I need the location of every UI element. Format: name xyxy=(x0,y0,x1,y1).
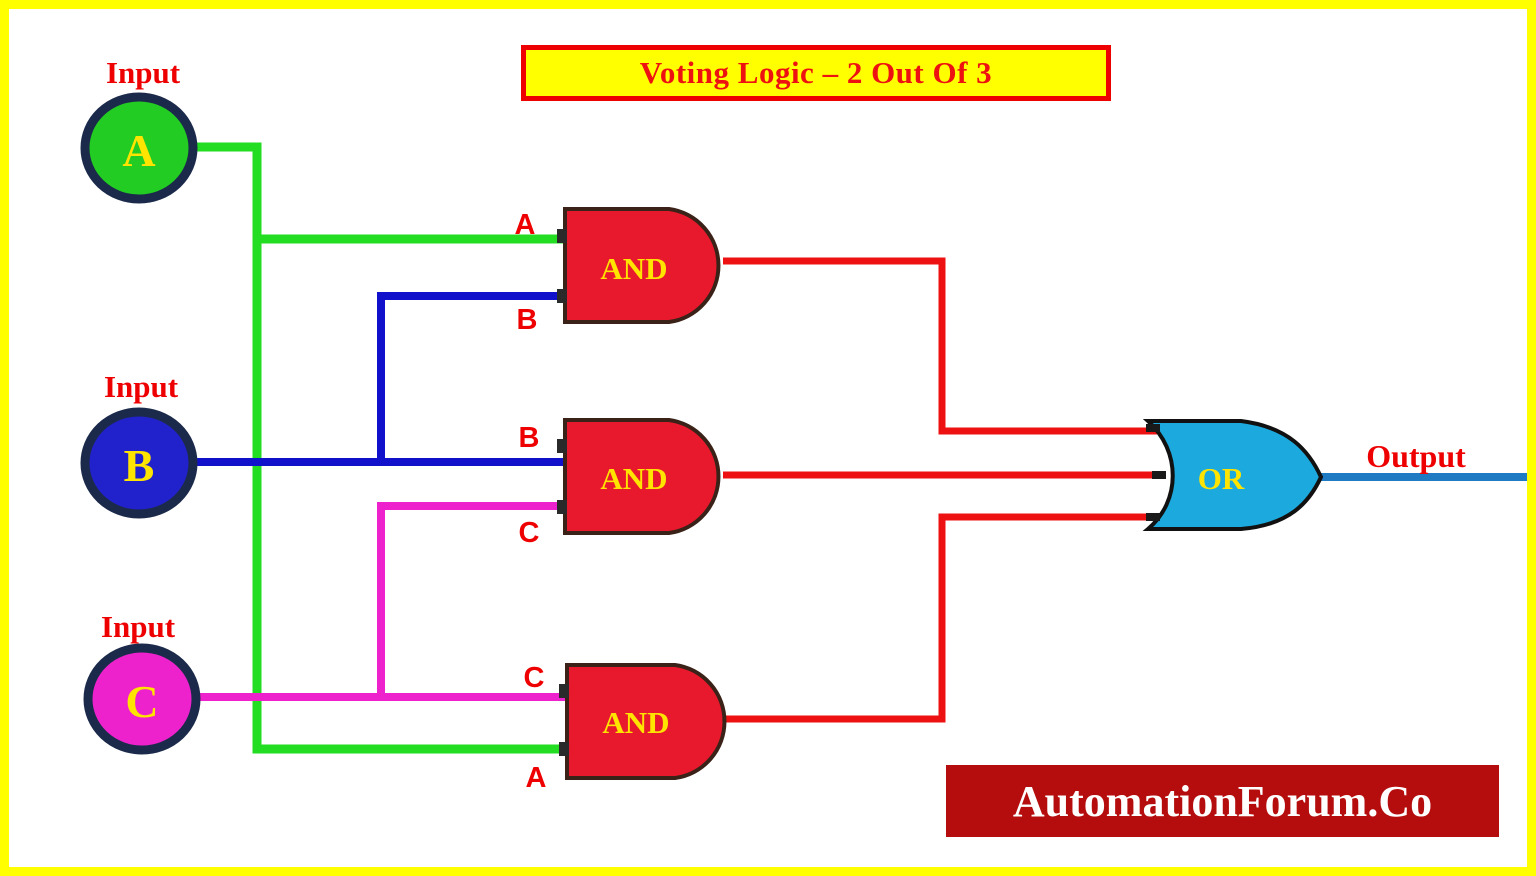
input-node-a-letter: A xyxy=(122,125,155,176)
title-banner: Voting Logic – 2 Out Of 3 xyxy=(521,45,1111,101)
input-node-b[interactable]: B xyxy=(80,407,198,519)
pin-label-and3-top: C xyxy=(524,662,545,694)
input-node-a[interactable]: A xyxy=(80,92,198,204)
watermark-banner: AutomationForum.Co xyxy=(946,765,1499,837)
watermark-text: AutomationForum.Co xyxy=(1012,776,1433,826)
input-node-c[interactable]: C xyxy=(83,643,201,755)
gate-or-1-label: OR xyxy=(1198,461,1245,496)
gate-and-2[interactable]: AND xyxy=(557,418,721,535)
wire-input-a xyxy=(189,142,569,754)
wire-and1-output xyxy=(723,257,1157,435)
pin-label-and3-bottom: A xyxy=(526,762,547,794)
input-b-caption: Input xyxy=(104,369,179,404)
gate-and-1-label: AND xyxy=(600,251,667,286)
page-title: Voting Logic – 2 Out Of 3 xyxy=(639,55,993,90)
wire-input-c xyxy=(195,502,569,701)
gate-and-2-label: AND xyxy=(600,461,667,496)
input-node-b-letter: B xyxy=(124,440,155,491)
wire-input-b xyxy=(190,292,569,466)
pin-label-and1-bottom: B xyxy=(517,304,538,336)
gate-and-3[interactable]: AND xyxy=(559,663,727,780)
gate-and-3-label: AND xyxy=(602,705,669,740)
output-label: Output xyxy=(1366,438,1466,474)
pin-label-and2-bottom: C xyxy=(519,517,540,549)
gate-and-1[interactable]: AND xyxy=(557,207,721,324)
input-c-caption: Input xyxy=(101,609,176,644)
input-a-caption: Input xyxy=(106,55,181,90)
gate-or-1[interactable]: OR xyxy=(1142,419,1324,531)
input-node-c-letter: C xyxy=(125,676,158,727)
pin-label-and1-top: A xyxy=(515,209,536,241)
wire-and3-output xyxy=(723,513,1157,723)
logic-diagram: AND AND AND OR A Inp xyxy=(80,55,1527,794)
pin-label-and2-top: B xyxy=(519,422,540,454)
